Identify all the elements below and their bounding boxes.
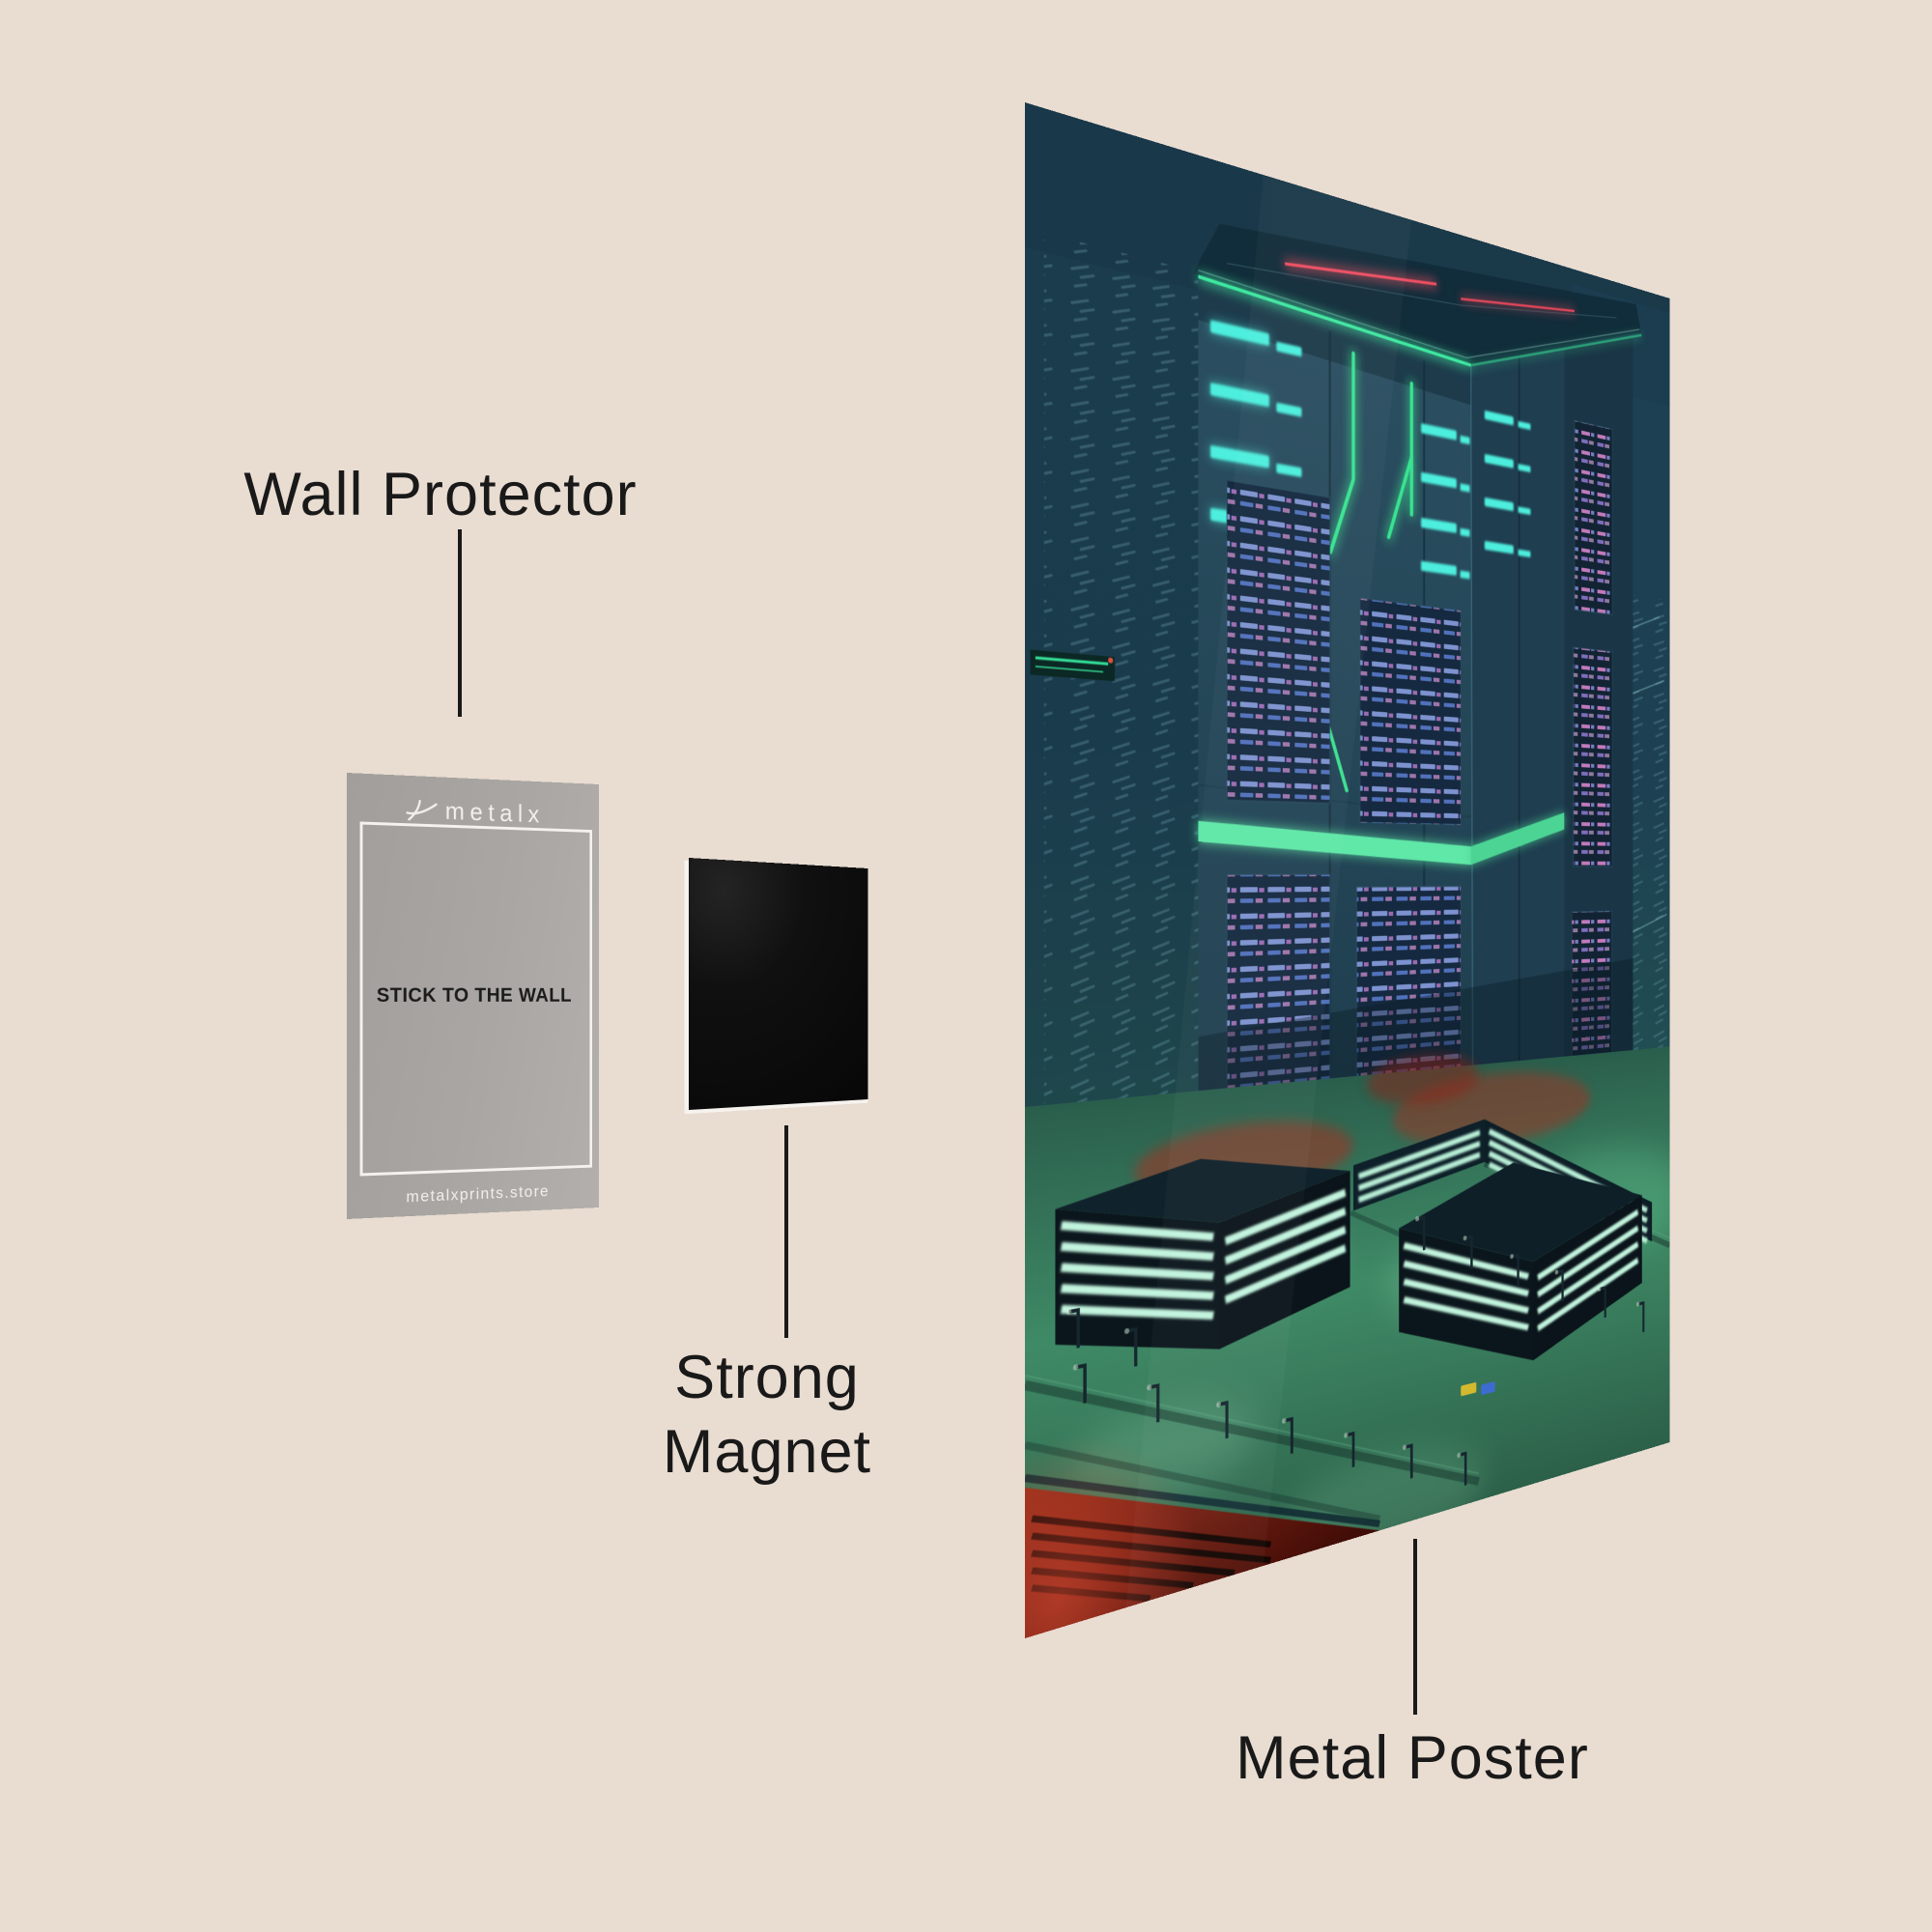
metal-poster: [1025, 102, 1670, 1638]
red-structure: [1025, 1364, 1379, 1638]
metal-poster-leader-line: [1413, 1539, 1417, 1715]
strong-magnet: [689, 858, 868, 1110]
metalx-bird-icon: [406, 799, 437, 821]
poster-artwork: [1025, 102, 1670, 1638]
metal-poster-label: Metal Poster: [1236, 1724, 1589, 1792]
card-footer-text: metalxprints.store: [406, 1181, 550, 1207]
wall-protector-leader-line: [458, 529, 462, 717]
tower-roof: [1193, 173, 1641, 407]
strong-magnet-label-line2: Magnet: [662, 1418, 872, 1486]
card-center-text: STICK TO THE WALL: [376, 984, 573, 1007]
strong-magnet-label-line1: Strong: [674, 1344, 860, 1411]
strong-magnet-leader-line: [784, 1125, 788, 1338]
card-brand-text: metalx: [444, 796, 545, 829]
cyberpunk-tower: [1193, 173, 1641, 1150]
wall-protector-label: Wall Protector: [243, 461, 638, 528]
distant-lit-building: [1030, 649, 1114, 682]
strong-magnet-label: Strong Magnet: [663, 1341, 871, 1490]
wall-protector-card: metalx STICK TO THE WALL metalxprints.st…: [347, 773, 600, 1219]
